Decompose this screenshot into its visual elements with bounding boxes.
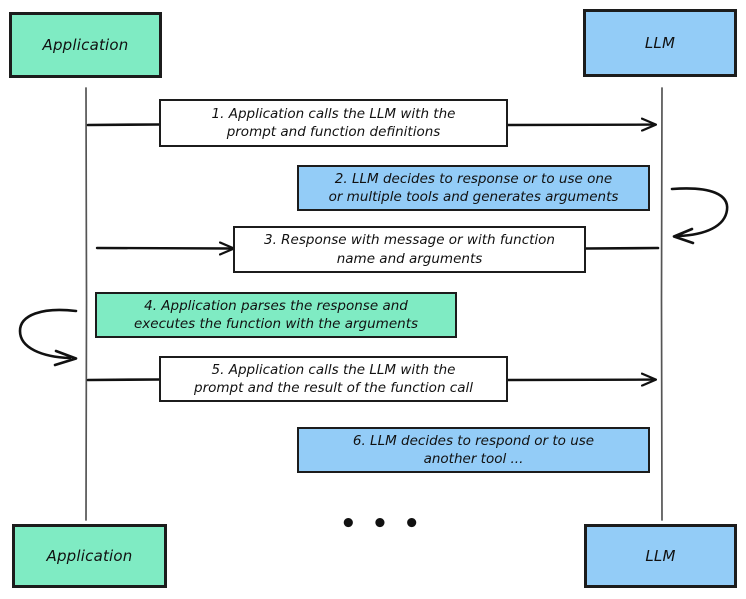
- continuation-ellipsis-label: • • •: [340, 509, 423, 539]
- continuation-ellipsis: • • •: [340, 511, 423, 537]
- message-label-2: 2. LLM decides to response or to use one…: [328, 170, 619, 205]
- message-label-1: 1. Application calls the LLM with the pr…: [211, 105, 456, 140]
- actor-box-application-top[interactable]: Application: [9, 12, 162, 78]
- actor-label-llm-top: LLM: [644, 34, 676, 52]
- message-label-4: 4. Application parses the response and e…: [133, 297, 419, 332]
- actor-label-application-bottom: Application: [46, 547, 133, 565]
- message-box-4[interactable]: 4. Application parses the response and e…: [95, 292, 457, 338]
- actor-box-application-bottom[interactable]: Application: [12, 524, 167, 588]
- message-box-3[interactable]: 3. Response with message or with functio…: [233, 226, 586, 273]
- message-label-5: 5. Application calls the LLM with the pr…: [194, 361, 473, 396]
- actor-label-application-top: Application: [42, 36, 129, 54]
- self-loop-message-4: [18, 308, 78, 367]
- arrow-message-1: [86, 125, 655, 126]
- actor-box-llm-bottom[interactable]: LLM: [584, 524, 737, 588]
- message-box-2[interactable]: 2. LLM decides to response or to use one…: [297, 165, 650, 211]
- self-loop-message-2: [670, 187, 729, 245]
- lifeline-llm: [660, 87, 663, 521]
- message-box-5[interactable]: 5. Application calls the LLM with the pr…: [159, 356, 508, 402]
- message-label-6: 6. LLM decides to respond or to use anot…: [352, 432, 595, 467]
- actor-box-llm-top[interactable]: LLM: [583, 9, 737, 77]
- message-label-3: 3. Response with message or with functio…: [264, 232, 555, 267]
- lifeline-application: [85, 87, 88, 521]
- message-box-6[interactable]: 6. LLM decides to respond or to use anot…: [297, 427, 650, 473]
- message-box-1[interactable]: 1. Application calls the LLM with the pr…: [159, 99, 508, 147]
- arrow-message-5: [86, 380, 655, 381]
- actor-label-llm-bottom: LLM: [645, 547, 676, 565]
- arrow-message-3: [95, 248, 660, 249]
